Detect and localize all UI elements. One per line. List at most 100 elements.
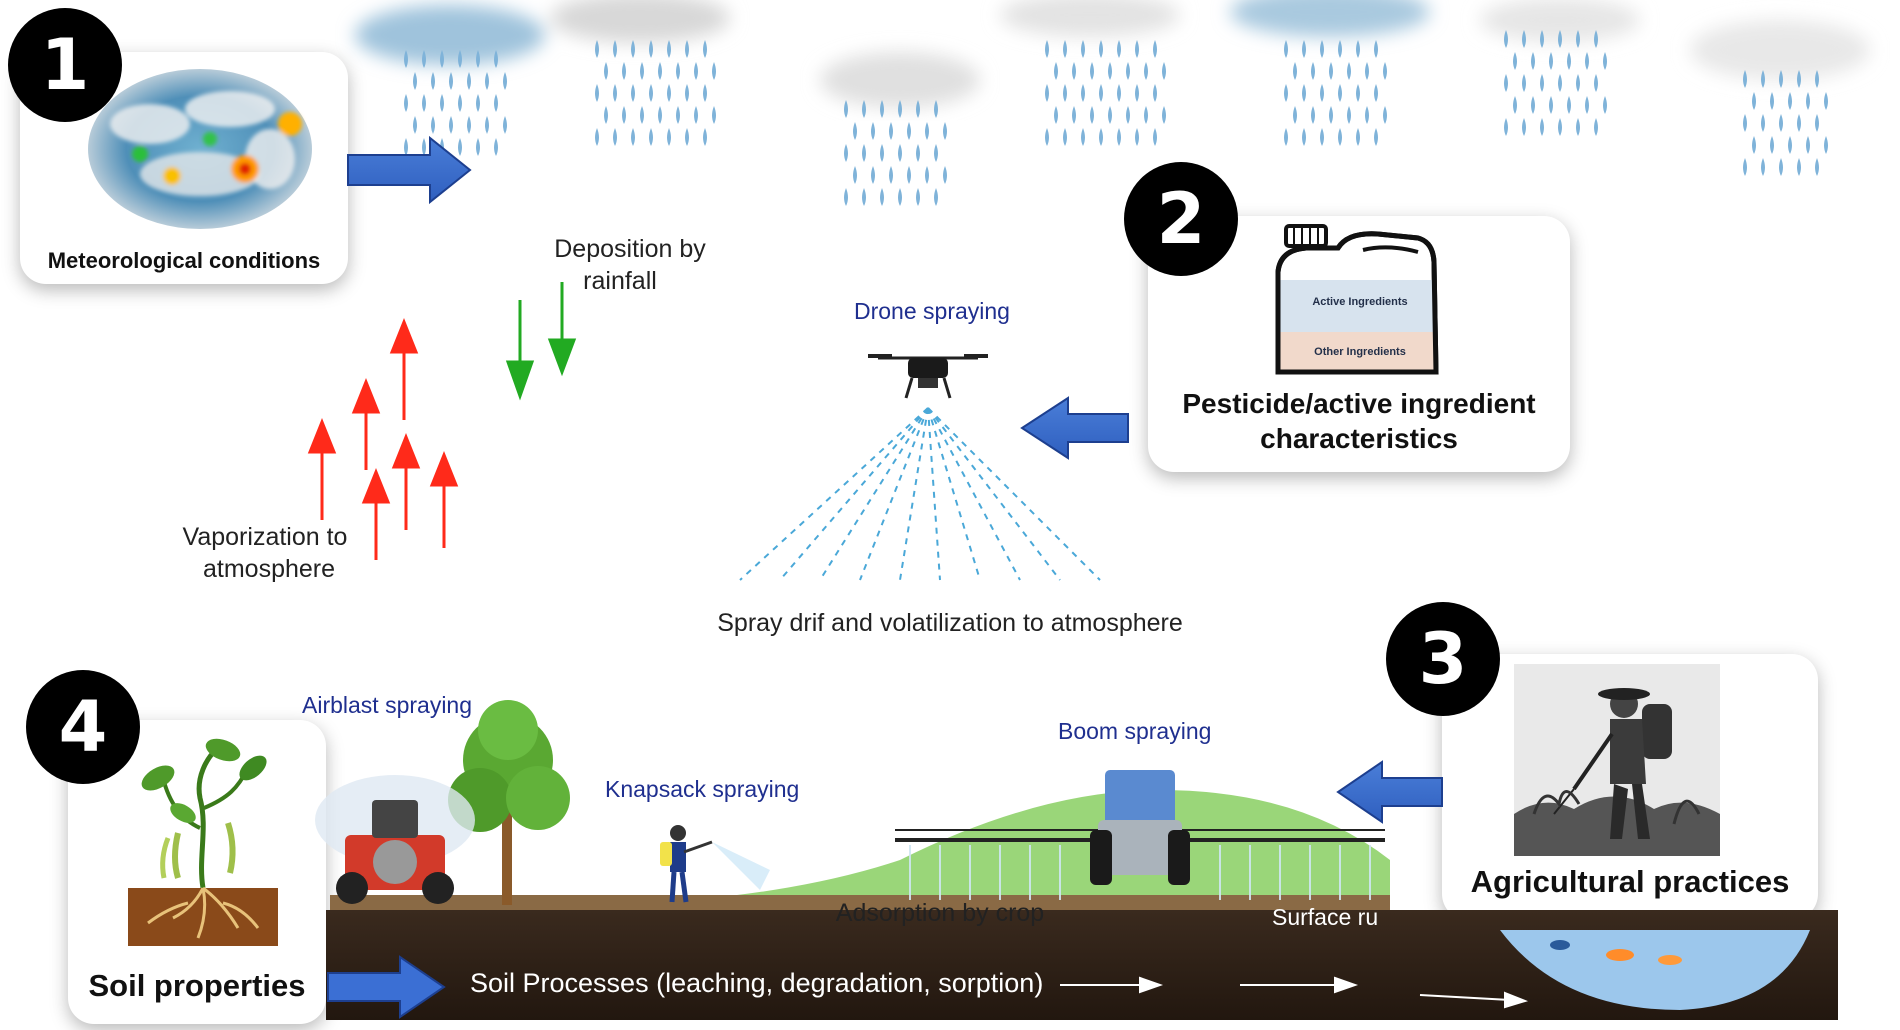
- rain-drop: [1365, 106, 1369, 124]
- rain-drop: [916, 100, 920, 118]
- rain-drop: [934, 144, 938, 162]
- rain-drop: [1054, 106, 1058, 124]
- rain-drop: [1099, 40, 1103, 58]
- adsorption-label: Adsorption by crop: [835, 899, 1045, 927]
- rain-drop: [1522, 74, 1526, 92]
- rain-drop: [844, 144, 848, 162]
- rain-drop: [1522, 30, 1526, 48]
- rain-drop: [1126, 62, 1130, 80]
- rain-drop: [1374, 128, 1378, 146]
- rain-drop: [631, 128, 635, 146]
- agricultural-card: Agricultural practices: [1442, 654, 1818, 920]
- rain-drop: [404, 138, 408, 156]
- rain-drop: [1752, 136, 1756, 154]
- deposition-label-line1: Deposition by: [554, 235, 706, 263]
- badge-4: 4: [26, 670, 140, 784]
- rain-drop: [503, 72, 507, 90]
- rain-drop: [1356, 128, 1360, 146]
- rain-drop: [1531, 52, 1535, 70]
- rain-drop: [467, 72, 471, 90]
- badge-2: 2: [1124, 162, 1238, 276]
- rain-drop: [476, 50, 480, 68]
- rain-drop: [622, 106, 626, 124]
- rain-drop: [1806, 92, 1810, 110]
- rain-drop: [1513, 96, 1517, 114]
- rain-drop: [1603, 96, 1607, 114]
- rain-drop: [485, 116, 489, 134]
- rain-drop: [1045, 40, 1049, 58]
- rain-drop: [943, 122, 947, 140]
- rain-drops: [404, 30, 1828, 206]
- rain-drop: [604, 62, 608, 80]
- rain-drop: [595, 84, 599, 102]
- rain-drop: [880, 144, 884, 162]
- rain-drop: [1099, 84, 1103, 102]
- rain-drop: [1311, 62, 1315, 80]
- rain-drop: [1338, 84, 1342, 102]
- rain-drop: [1540, 74, 1544, 92]
- rain-drop: [1054, 62, 1058, 80]
- rain-drop: [703, 84, 707, 102]
- rain-drop: [694, 62, 698, 80]
- rain-drop: [712, 106, 716, 124]
- rain-drop: [1320, 128, 1324, 146]
- rain-drop: [1135, 84, 1139, 102]
- rain-drop: [1567, 96, 1571, 114]
- rain-drop: [934, 100, 938, 118]
- rain-drop: [1153, 84, 1157, 102]
- rain-drop: [431, 72, 435, 90]
- rain-drop: [898, 100, 902, 118]
- rain-drop: [1081, 84, 1085, 102]
- rain-drop: [1788, 136, 1792, 154]
- rain-drop: [1374, 40, 1378, 58]
- rain-drop: [613, 128, 617, 146]
- rain-drop: [458, 94, 462, 112]
- rain-drop: [1383, 62, 1387, 80]
- rain-drop: [413, 116, 417, 134]
- rain-drop: [685, 40, 689, 58]
- rain-drop: [404, 94, 408, 112]
- rain-drop: [1144, 62, 1148, 80]
- soil-label: Soil properties: [88, 968, 306, 1003]
- vaporization-label-line2: atmosphere: [202, 555, 336, 583]
- pesticide-label-line1: Pesticide/active ingredient: [1182, 388, 1536, 419]
- rain-drop: [485, 72, 489, 90]
- rain-drop: [925, 166, 929, 184]
- rain-drop: [494, 138, 498, 156]
- rain-drop: [458, 50, 462, 68]
- rain-drop: [1531, 96, 1535, 114]
- badge-1: 1: [8, 8, 122, 122]
- rain-drop: [440, 50, 444, 68]
- cloud-icon: [355, 0, 1870, 108]
- rain-drop: [1063, 84, 1067, 102]
- drone-spray: [739, 354, 1101, 581]
- rain-drop: [676, 106, 680, 124]
- rain-drop: [871, 122, 875, 140]
- rain-drop: [1576, 74, 1580, 92]
- rain-drop: [494, 94, 498, 112]
- rain-drop: [1824, 92, 1828, 110]
- rain-drop: [1522, 118, 1526, 136]
- rain-drop: [1806, 136, 1810, 154]
- rain-drop: [1374, 84, 1378, 102]
- rain-drop: [1594, 118, 1598, 136]
- rain-drop: [1081, 40, 1085, 58]
- rain-drop: [1743, 158, 1747, 176]
- spray-cone: [739, 407, 1101, 581]
- rain-drop: [1558, 30, 1562, 48]
- rain-drop: [853, 122, 857, 140]
- rain-drop: [1549, 52, 1553, 70]
- rain-drop: [712, 62, 716, 80]
- rain-drop: [1743, 70, 1747, 88]
- rain-drop: [1162, 62, 1166, 80]
- rain-drop: [1117, 84, 1121, 102]
- rain-drop: [1540, 30, 1544, 48]
- rain-drop: [1540, 118, 1544, 136]
- rain-drop: [1338, 40, 1342, 58]
- surface-runoff-label: Surface ru: [1272, 904, 1379, 930]
- rain-drop: [667, 128, 671, 146]
- rain-drop: [1788, 92, 1792, 110]
- rain-drop: [494, 50, 498, 68]
- rain-drop: [1585, 96, 1589, 114]
- rain-drop: [1081, 128, 1085, 146]
